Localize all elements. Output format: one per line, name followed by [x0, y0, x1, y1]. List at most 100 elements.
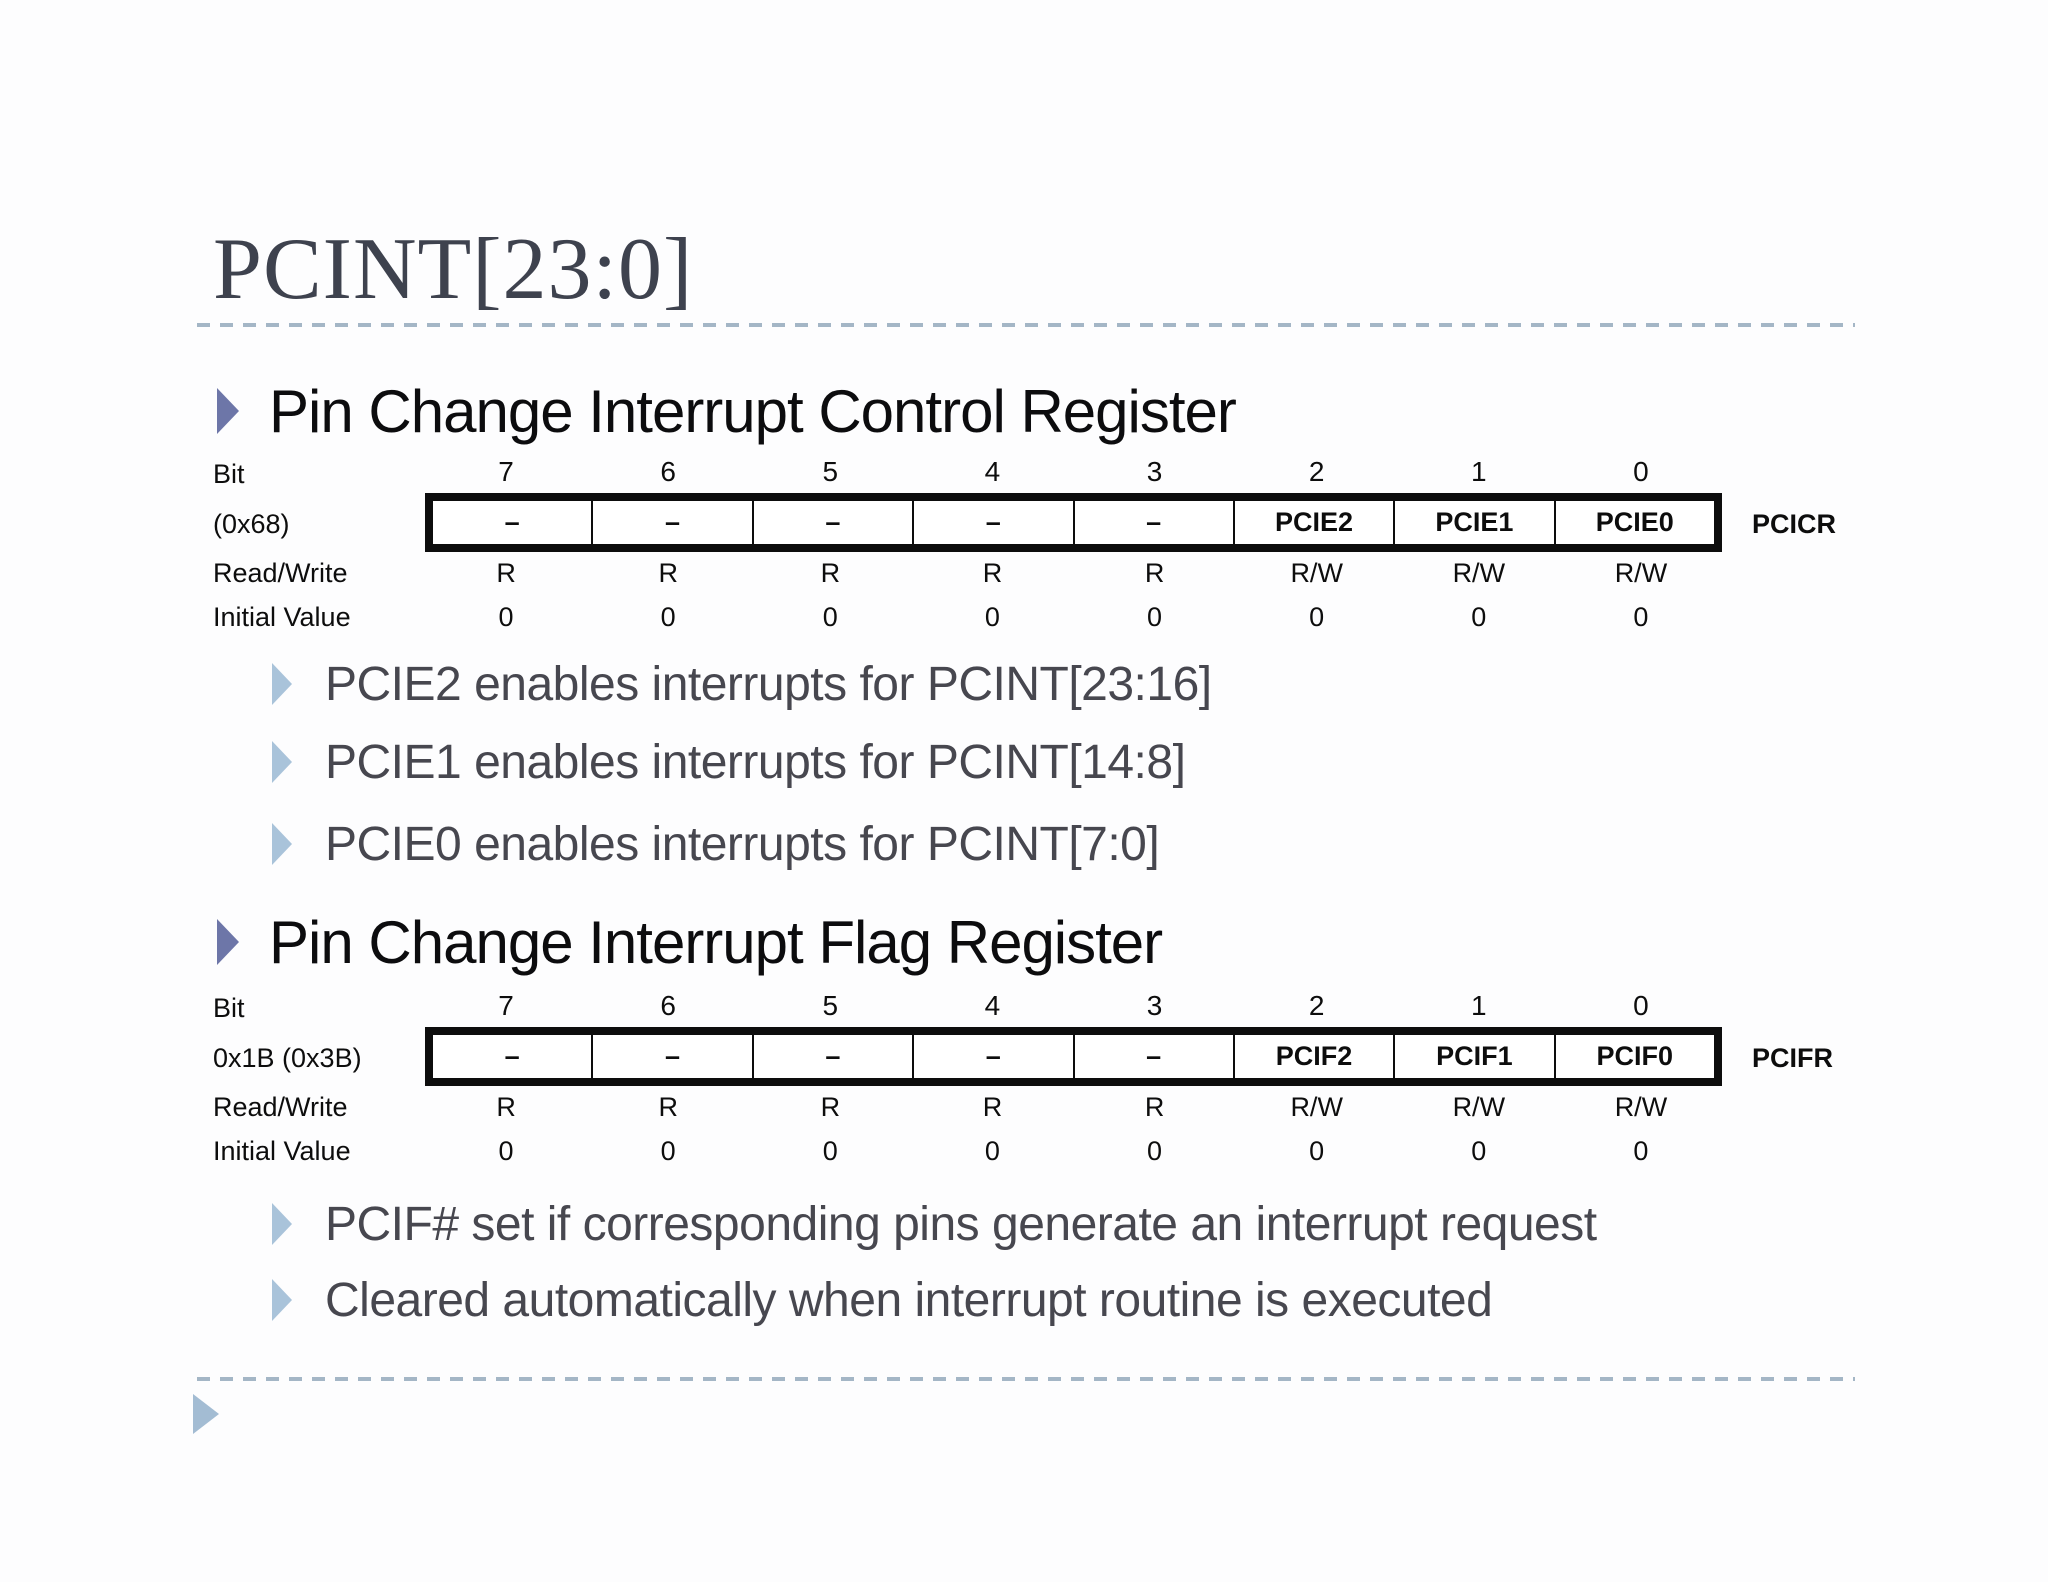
sub-bullet-triangle-icon — [272, 663, 292, 705]
bit-number: 1 — [1471, 456, 1487, 487]
bitfield-cell: – — [1072, 1035, 1233, 1078]
bullet-triangle-icon — [217, 919, 239, 965]
initial-value-row: 0 0 0 0 0 0 0 0 — [425, 1135, 1722, 1167]
read-write-label: Read/Write — [213, 558, 348, 588]
bullet-text: PCIE1 enables interrupts for PCINT[14:8] — [325, 735, 1186, 789]
bit-numbers-row: 7 6 5 4 3 2 1 0 — [425, 990, 1722, 1022]
bullet-item: PCIE0 enables interrupts for PCINT[7:0] — [272, 812, 1160, 876]
register-bitfield-box: – – – – – PCIE2 PCIE1 PCIE0 — [425, 493, 1722, 552]
iv-value: 0 — [984, 602, 1000, 632]
bit-number: 0 — [1633, 456, 1649, 487]
bullet-item: PCIE2 enables interrupts for PCINT[23:16… — [272, 652, 1212, 716]
iv-value: 0 — [498, 602, 514, 632]
page-title: PCINT[23:0] — [213, 221, 694, 318]
bit-number: 7 — [498, 456, 514, 487]
rw-value: R — [982, 558, 1003, 588]
bullet-text: PCIF# set if corresponding pins generate… — [325, 1197, 1597, 1251]
title-divider — [197, 323, 1855, 327]
bitfield-cell: – — [751, 501, 912, 544]
bullet-item: PCIE1 enables interrupts for PCINT[14:8] — [272, 730, 1186, 794]
footer-arrow-icon — [193, 1394, 219, 1434]
bullet-item: PCIF# set if corresponding pins generate… — [272, 1192, 1597, 1256]
register-name: PCICR — [1752, 509, 1837, 539]
sub-bullet-triangle-icon — [272, 1203, 292, 1245]
bitfield-cell: PCIF1 — [1393, 1035, 1553, 1078]
bullet-text: Cleared automatically when interrupt rou… — [325, 1273, 1493, 1327]
bit-label: Bit — [213, 459, 245, 489]
iv-value: 0 — [660, 1136, 676, 1166]
rw-value: R — [820, 1092, 841, 1122]
sub-bullet-triangle-icon — [272, 1279, 292, 1321]
initial-value-label: Initial Value — [213, 1136, 351, 1166]
bullet-text: PCIE2 enables interrupts for PCINT[23:16… — [325, 657, 1212, 711]
initial-value-row: 0 0 0 0 0 0 0 0 — [425, 601, 1722, 633]
iv-value: 0 — [1147, 1136, 1163, 1166]
iv-value: 0 — [1471, 602, 1487, 632]
bit-number: 2 — [1308, 456, 1325, 487]
read-write-label: Read/Write — [213, 1092, 348, 1122]
register-name: PCIFR — [1752, 1043, 1833, 1073]
iv-value: 0 — [498, 1136, 514, 1166]
read-write-row: R R R R R R/W R/W R/W — [425, 557, 1722, 589]
bit-number: 3 — [1146, 990, 1163, 1021]
iv-value: 0 — [1309, 1136, 1325, 1166]
bit-numbers-row: 7 6 5 4 3 2 1 0 — [425, 456, 1722, 488]
register-diagram-pcifr: Bit 7 6 5 4 3 2 1 0 0x1B (0x3B) – – – – … — [0, 990, 2048, 1180]
rw-value: R/W — [1614, 558, 1668, 588]
bit-number: 4 — [984, 456, 1001, 487]
bit-number: 3 — [1146, 456, 1163, 487]
bit-number: 7 — [498, 990, 514, 1021]
register-diagram-pcicr: Bit 7 6 5 4 3 2 1 0 (0x68) – – – – – PCI… — [0, 456, 2048, 646]
bit-number: 6 — [660, 456, 676, 487]
rw-value: R — [820, 558, 841, 588]
rw-value: R — [982, 1092, 1003, 1122]
bitfield-cell: PCIF0 — [1553, 1035, 1714, 1078]
bitfield-cell: – — [912, 501, 1072, 544]
sub-bullet-triangle-icon — [272, 741, 292, 783]
section1-heading: Pin Change Interrupt Control Register — [269, 377, 1237, 445]
bullet-item: Cleared automatically when interrupt rou… — [272, 1268, 1493, 1332]
rw-value: R/W — [1290, 1092, 1343, 1122]
rw-value: R — [658, 558, 678, 588]
iv-value: 0 — [1309, 602, 1325, 632]
iv-value: 0 — [822, 1136, 838, 1166]
bit-number: 0 — [1633, 990, 1649, 1021]
bitfield-cell: – — [591, 1035, 751, 1078]
iv-value: 0 — [984, 1136, 1000, 1166]
rw-value: R/W — [1290, 558, 1343, 588]
bit-number: 1 — [1471, 990, 1487, 1021]
bit-number: 5 — [822, 456, 839, 487]
bit-number: 2 — [1308, 990, 1325, 1021]
bit-label: Bit — [213, 993, 245, 1023]
iv-value: 0 — [660, 602, 676, 632]
iv-value: 0 — [1471, 1136, 1487, 1166]
iv-value: 0 — [1633, 602, 1649, 632]
read-write-row: R R R R R R/W R/W R/W — [425, 1091, 1722, 1123]
bit-number: 4 — [984, 990, 1001, 1021]
register-address: 0x1B (0x3B) — [213, 1043, 362, 1073]
bitfield-cell: PCIE2 — [1232, 501, 1393, 544]
register-address: (0x68) — [213, 509, 290, 539]
section1-heading-row: Pin Change Interrupt Control Register — [217, 377, 1237, 445]
bullet-triangle-icon — [217, 388, 239, 434]
rw-value: R — [1144, 1092, 1165, 1122]
register-bitfield-box: – – – – – PCIF2 PCIF1 PCIF0 — [425, 1027, 1722, 1086]
bitfield-cell: – — [1072, 501, 1233, 544]
sub-bullet-triangle-icon — [272, 823, 292, 865]
bit-number: 5 — [822, 990, 839, 1021]
bitfield-cell: PCIE0 — [1553, 501, 1714, 544]
bitfield-cell: PCIF2 — [1232, 1035, 1393, 1078]
bitfield-cell: PCIE1 — [1393, 501, 1553, 544]
bitfield-cell: – — [504, 507, 520, 537]
bitfield-cell: – — [504, 1041, 520, 1071]
rw-value: R/W — [1614, 1092, 1668, 1122]
rw-value: R — [496, 1092, 516, 1122]
bitfield-cell: – — [912, 1035, 1072, 1078]
rw-value: R — [658, 1092, 678, 1122]
rw-value: R — [1144, 558, 1165, 588]
section2-heading: Pin Change Interrupt Flag Register — [269, 908, 1163, 976]
footer-divider — [197, 1377, 1855, 1381]
rw-value: R/W — [1452, 1092, 1506, 1122]
iv-value: 0 — [1633, 1136, 1649, 1166]
